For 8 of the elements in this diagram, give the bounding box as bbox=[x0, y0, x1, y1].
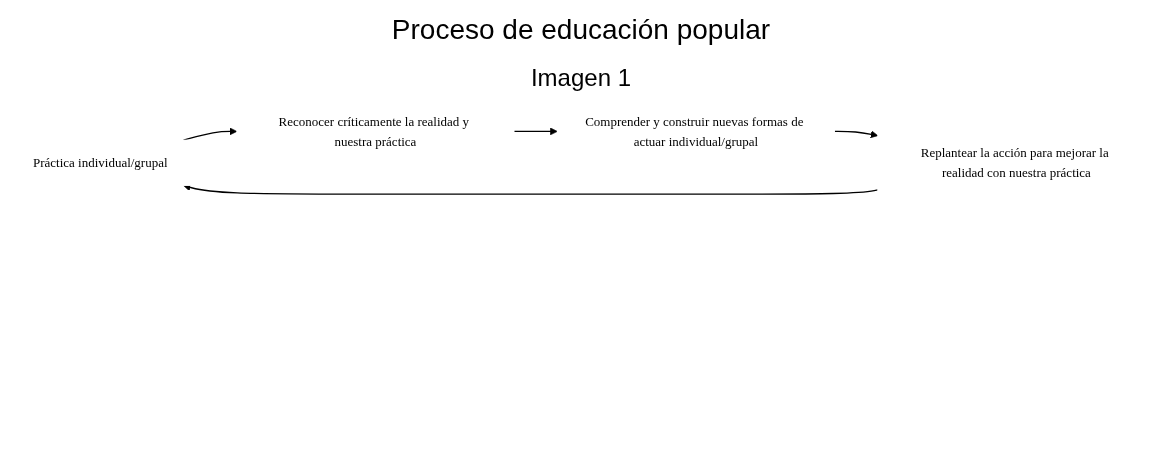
node-text: Reconocer críticamente la realidad y nuestra práctica bbox=[278, 114, 470, 148]
node-text: Comprender y construir nuevas formas de actuar individual/grupal bbox=[585, 114, 804, 148]
figure-label: Imagen 1 bbox=[530, 64, 632, 91]
arrow bbox=[833, 130, 879, 139]
node-text: Práctica individual/grupal bbox=[32, 155, 168, 170]
diagram-title: Proceso de educación popular bbox=[390, 14, 772, 46]
arrow bbox=[513, 127, 558, 136]
node-text: Replantear la acción para mejorar la realidad con nuestra práctica bbox=[920, 145, 1109, 180]
